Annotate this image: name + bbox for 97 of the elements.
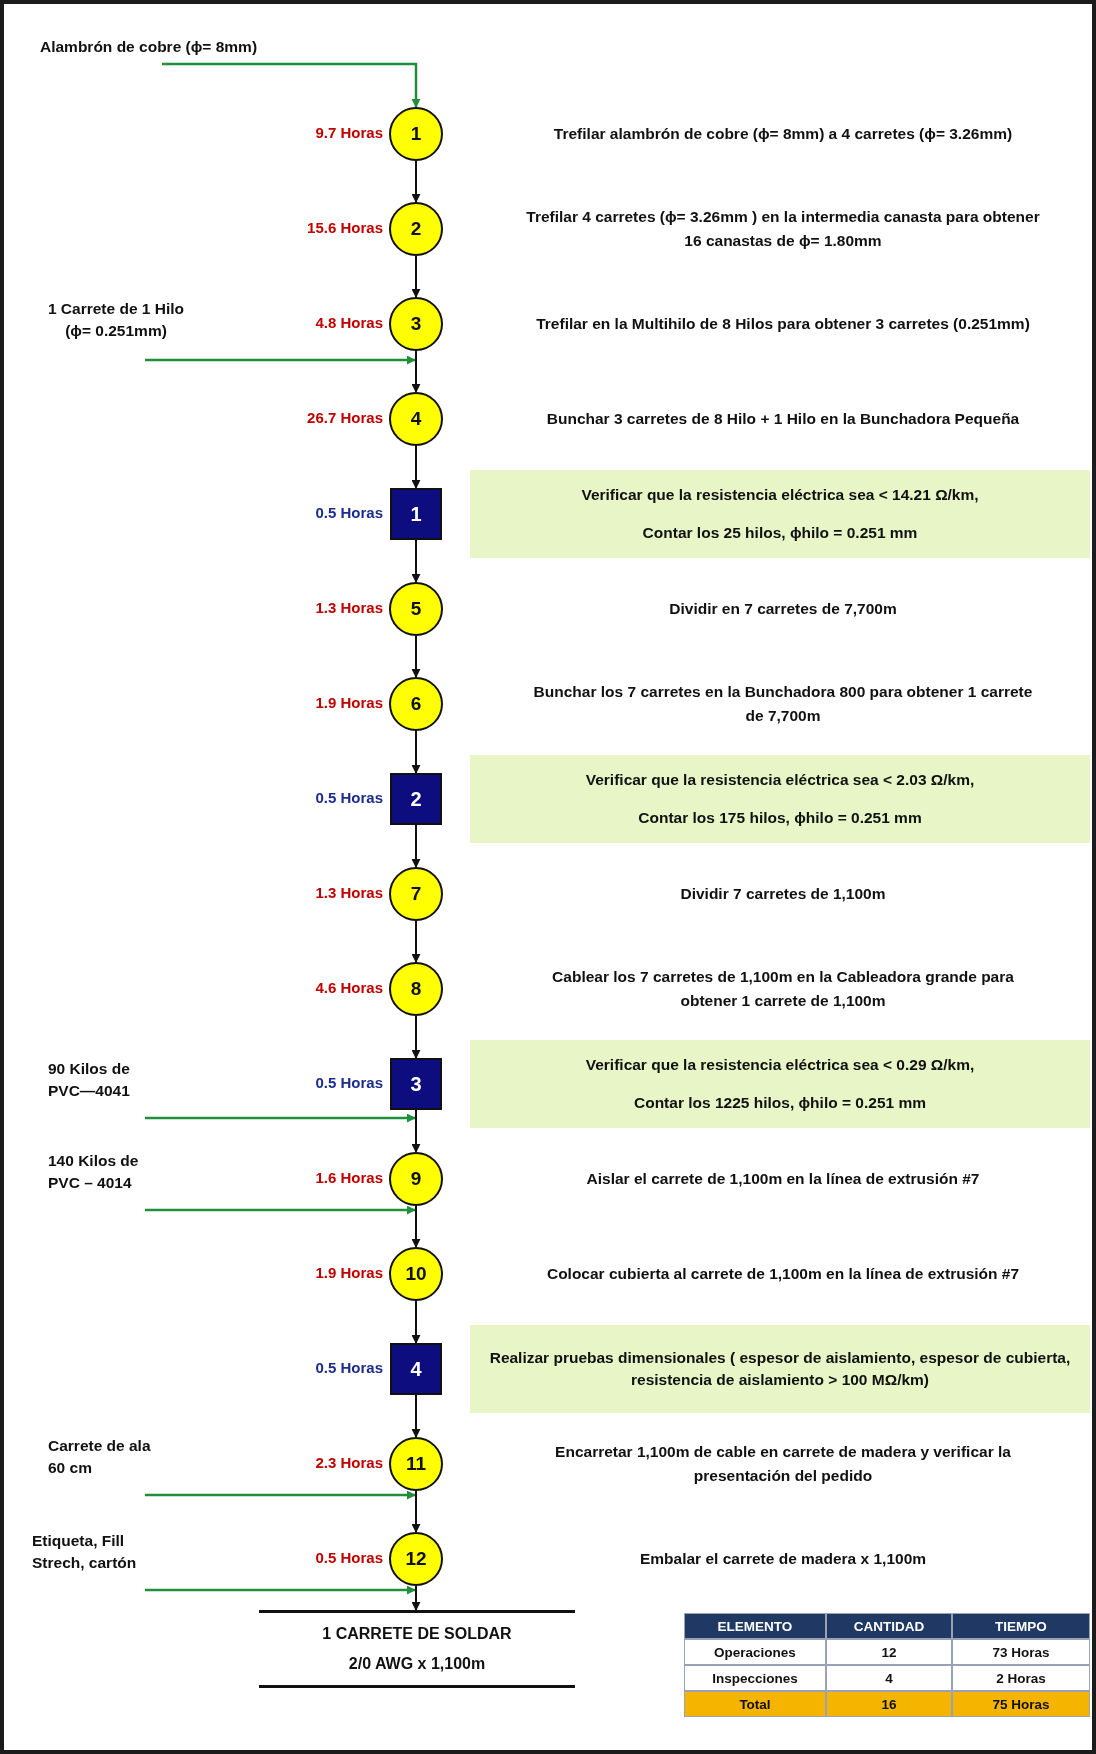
operation-description: Cablear los 7 carretes de 1,100m en la Cableadora grande para obtener 1 carrete de 1,100m — [551, 967, 1015, 1011]
operation-circle: 5 — [389, 582, 443, 636]
input-label: Carrete de ala 60 cm — [48, 1435, 162, 1485]
operation-description: Colocar cubierta al carrete de 1,100m en la línea de extrusión #7 — [545, 1264, 1021, 1284]
flow-arrow — [411, 824, 421, 868]
input-arrow — [145, 355, 416, 365]
duration-label: 26.7 Horas — [306, 409, 383, 426]
flow-arrow — [411, 1300, 421, 1344]
table-cell: 73 Horas — [952, 1639, 1090, 1665]
operation-circle: 6 — [389, 677, 443, 731]
duration-label: 1.3 Horas — [314, 884, 383, 901]
operation-circle: 11 — [389, 1437, 443, 1491]
duration-label: 0.5 Horas — [314, 1549, 383, 1566]
flow-arrow — [411, 539, 421, 583]
duration-label: 1.3 Horas — [314, 599, 383, 616]
input-arrow — [145, 1585, 416, 1595]
inspection-square: 3 — [390, 1058, 442, 1110]
inspection-note: Verificar que la resistencia eléctrica sea < 2.03 Ω/km, — [585, 770, 975, 791]
flow-arrow — [411, 1394, 421, 1438]
operation-description: Trefilar en la Multihilo de 8 Hilos para obtener 3 carretes (0.251mm) — [535, 314, 1031, 334]
input-label: Alambrón de cobre (ϕ= 8mm) — [40, 36, 360, 60]
operation-circle: 7 — [389, 867, 443, 921]
operation-circle: 10 — [389, 1247, 443, 1301]
inspection-square: 2 — [390, 773, 442, 825]
flow-arrow — [411, 1109, 421, 1153]
table-cell: 4 — [826, 1665, 952, 1691]
operation-circle: 8 — [389, 962, 443, 1016]
note-band — [470, 1325, 1090, 1413]
input-arrow — [145, 1490, 416, 1500]
operation-circle: 4 — [389, 392, 443, 446]
operation-circle: 3 — [389, 297, 443, 351]
inspection-square: 4 — [390, 1343, 442, 1395]
input-arrow — [145, 1113, 416, 1123]
flow-arrow — [411, 1490, 421, 1533]
note-band — [470, 470, 1090, 558]
flow-arrow — [411, 920, 421, 963]
flow-arrow — [411, 255, 421, 298]
flow-arrow — [411, 730, 421, 774]
duration-label: 1.9 Horas — [314, 694, 383, 711]
note-band — [470, 755, 1090, 843]
flow-arrow — [411, 350, 421, 393]
inspection-note: Contar los 175 hilos, ϕhilo = 0.251 mm — [638, 808, 922, 829]
column-header: ELEMENTO — [684, 1613, 826, 1639]
operation-circle: 9 — [389, 1152, 443, 1206]
duration-label: 0.5 Horas — [314, 789, 383, 806]
duration-label: 0.5 Horas — [314, 504, 383, 521]
flow-arrow — [411, 160, 421, 203]
product-text: 2/0 AWG x 1,100m — [348, 1654, 486, 1674]
duration-label: 1.6 Horas — [314, 1169, 383, 1186]
column-header: TIEMPO — [952, 1613, 1090, 1639]
table-cell: 12 — [826, 1639, 952, 1665]
inspection-note: Verificar que la resistencia eléctrica sea < 0.29 Ω/km, — [585, 1055, 975, 1076]
flow-arrow — [411, 445, 421, 489]
total-cell: 75 Horas — [952, 1691, 1090, 1717]
duration-label: 0.5 Horas — [314, 1074, 383, 1091]
inspection-note: Realizar pruebas dimensionales ( espesor de aislamiento, espesor de cubierta, resistencia de aislamiento > 100 MΩ/km) — [488, 1348, 1072, 1390]
total-cell: 16 — [826, 1691, 952, 1717]
inspection-note: Verificar que la resistencia eléctrica sea < 14.21 Ω/km, — [581, 485, 979, 506]
flow-arrow — [411, 635, 421, 678]
flow-arrow — [411, 1015, 421, 1059]
column-header: CANTIDAD — [826, 1613, 952, 1639]
duration-label: 15.6 Horas — [306, 219, 383, 236]
operation-circle: 12 — [389, 1532, 443, 1586]
duration-label: 0.5 Horas — [314, 1359, 383, 1376]
operation-description: Embalar el carrete de madera x 1,100m — [638, 1549, 928, 1569]
input-label: 1 Carrete de 1 Hilo (ϕ= 0.251mm) — [36, 298, 196, 348]
duration-label: 9.7 Horas — [314, 124, 383, 141]
input-label: Etiqueta, Fill Strech, cartón — [32, 1530, 152, 1580]
flow-arrow — [411, 1205, 421, 1248]
table-cell: 2 Horas — [952, 1665, 1090, 1691]
operation-description: Dividir 7 carretes de 1,100m — [679, 884, 887, 904]
operation-circle: 1 — [389, 107, 443, 161]
table-cell: Inspecciones — [684, 1665, 826, 1691]
inspection-square: 1 — [390, 488, 442, 540]
input-label: 90 Kilos de PVC—4041 — [48, 1058, 154, 1108]
inspection-note: Contar los 25 hilos, ϕhilo = 0.251 mm — [642, 523, 918, 544]
operation-description: Trefilar 4 carretes (ϕ= 3.26mm ) en la intermedia canasta para obtener 16 canastas de ϕ= 1.80mm — [525, 207, 1041, 251]
operation-description: Bunchar 3 carretes de 8 Hilo + 1 Hilo en la Bunchadora Pequeña — [545, 409, 1021, 429]
inspection-note: Contar los 1225 hilos, ϕhilo = 0.251 mm — [634, 1093, 926, 1114]
input-arrow — [162, 62, 421, 108]
operation-description: Aislar el carrete de 1,100m en la línea de extrusión #7 — [585, 1169, 981, 1189]
input-arrow — [145, 1205, 416, 1215]
duration-label: 2.3 Horas — [314, 1454, 383, 1471]
note-band — [470, 1040, 1090, 1128]
operation-description: Encarretar 1,100m de cable en carrete de madera y verificar la presentación del pedido — [554, 1442, 1012, 1486]
operation-description: Dividir en 7 carretes de 7,700m — [668, 599, 898, 619]
operation-description: Bunchar los 7 carretes en la Bunchadora 800 para obtener 1 carrete de 7,700m — [532, 682, 1034, 726]
product-text: 1 CARRETE DE SOLDAR — [322, 1623, 512, 1644]
duration-label: 1.9 Horas — [314, 1264, 383, 1281]
operation-circle: 2 — [389, 202, 443, 256]
input-label: 140 Kilos de PVC – 4014 — [48, 1150, 160, 1200]
flow-arrow — [411, 1585, 421, 1611]
duration-label: 4.6 Horas — [314, 979, 383, 996]
operation-description: Trefilar alambrón de cobre (ϕ= 8mm) a 4 carretes (ϕ= 3.26mm) — [552, 124, 1014, 144]
total-cell: Total — [684, 1691, 826, 1717]
duration-label: 4.8 Horas — [314, 314, 383, 331]
table-cell: Operaciones — [684, 1639, 826, 1665]
